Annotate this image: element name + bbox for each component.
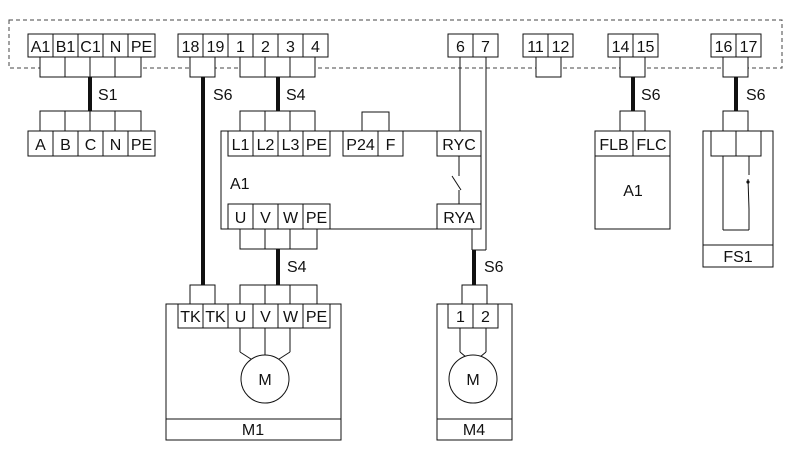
motor-terminal-label: 2 — [481, 309, 490, 326]
motor-m4: 1 2 M M4 — [436, 284, 513, 441]
motor-symbol — [240, 354, 290, 404]
drive-control-label: P24 — [346, 137, 375, 154]
terminal-label: PE — [131, 39, 152, 56]
terminal-label: 1 — [236, 39, 245, 56]
cable-label: S6 — [641, 87, 661, 104]
drive-output-label: V — [260, 210, 271, 227]
terminal-label: B — [60, 137, 71, 154]
terminal-label: 11 — [527, 39, 544, 56]
motor-terminal-label: 1 — [456, 309, 465, 326]
cable-label: S1 — [98, 87, 118, 104]
drive-input-label: PE — [306, 137, 327, 154]
motor-terminal-label: V — [260, 309, 271, 326]
thermal-terminal-group: 18 19 — [177, 33, 229, 58]
drive-unit: L1 L2 L3 PE P24 F RYC RYA A1 U V W PE — [220, 111, 482, 230]
terminal-label: PE — [131, 137, 152, 154]
motor-power-terminal-group: 1 2 3 4 — [227, 33, 329, 58]
power-in-cable: S4 — [239, 56, 316, 132]
terminal-label: 14 — [612, 39, 630, 56]
motor-m1: TK TK U V W PE M M1 — [165, 284, 342, 441]
terminal-label: 2 — [261, 39, 270, 56]
terminal-label: C — [85, 137, 97, 154]
terminal-label: A — [35, 137, 46, 154]
terminal-label: 7 — [481, 39, 490, 56]
motor-label: M4 — [463, 422, 485, 439]
drive-control-label: F — [386, 137, 396, 154]
terminal-label: 16 — [715, 39, 733, 56]
drive-output-label: PE — [306, 210, 327, 227]
cable-label: S6 — [484, 259, 504, 276]
cable-label: S4 — [287, 259, 307, 276]
motor-symbol-label: M — [466, 372, 479, 389]
terminal-label: A1 — [31, 39, 51, 56]
terminal-label: 12 — [552, 39, 570, 56]
terminal-label: B1 — [56, 39, 76, 56]
supply-cable: S1 — [39, 56, 142, 132]
motor-terminal-label: U — [235, 309, 247, 326]
terminal-label: C1 — [80, 39, 101, 56]
terminal-label: N — [110, 137, 122, 154]
drive-output-label: U — [235, 210, 247, 227]
fault-terminal-label: FLB — [599, 137, 628, 154]
cable-label: S4 — [286, 87, 306, 104]
terminal-label: 19 — [207, 39, 225, 56]
fault-module: S6 FLB FLC A1 — [594, 56, 671, 230]
spare-bridge — [535, 56, 562, 78]
cable-label: S6 — [746, 87, 766, 104]
fault-module-label: A1 — [623, 183, 643, 200]
terminal-label: 15 — [637, 39, 655, 56]
motor-symbol — [448, 354, 498, 404]
terminal-label: 18 — [182, 39, 200, 56]
terminal-label: 4 — [311, 39, 320, 56]
relay-wires: S6 — [459, 57, 504, 285]
drive-label: A1 — [230, 176, 250, 193]
switch-terminal-group: 16 17 — [710, 33, 762, 58]
motor-symbol-label: M — [258, 372, 271, 389]
switch-module: S6 FS1 — [702, 56, 774, 268]
terminal-label: 17 — [740, 39, 758, 56]
motor-terminal-label: TK — [205, 309, 226, 326]
relay-terminal-group: 6 7 — [447, 33, 499, 58]
relay-top-label: RYC — [442, 137, 476, 154]
motor-terminal-label: TK — [180, 309, 201, 326]
terminal-label: 3 — [286, 39, 295, 56]
supply-block: A B C N PE — [27, 130, 156, 157]
drive-input-label: L2 — [257, 137, 275, 154]
thermal-cable: S6 — [189, 56, 233, 285]
spare-terminal-group: 11 12 — [522, 33, 574, 58]
fault-terminal-group: 14 15 — [607, 33, 659, 58]
terminal-label: N — [110, 39, 122, 56]
drive-input-label: L1 — [232, 137, 250, 154]
fault-terminal-label: FLC — [636, 137, 666, 154]
switch-module-label: FS1 — [723, 249, 752, 266]
motor-label: M1 — [242, 422, 264, 439]
motor-terminal-label: W — [283, 309, 299, 326]
terminal-enclosure — [8, 19, 783, 69]
cable-label: S6 — [213, 87, 233, 104]
motor-terminal-label: PE — [306, 309, 327, 326]
terminal-label: 6 — [456, 39, 465, 56]
relay-bottom-label: RYA — [443, 210, 475, 227]
supply-terminal-group: A1 B1 C1 N PE — [27, 33, 156, 58]
switch-contact-dot — [746, 180, 750, 184]
drive-input-label: L3 — [282, 137, 300, 154]
power-out-cable: S4 — [239, 228, 318, 285]
drive-output-label: W — [283, 210, 299, 227]
